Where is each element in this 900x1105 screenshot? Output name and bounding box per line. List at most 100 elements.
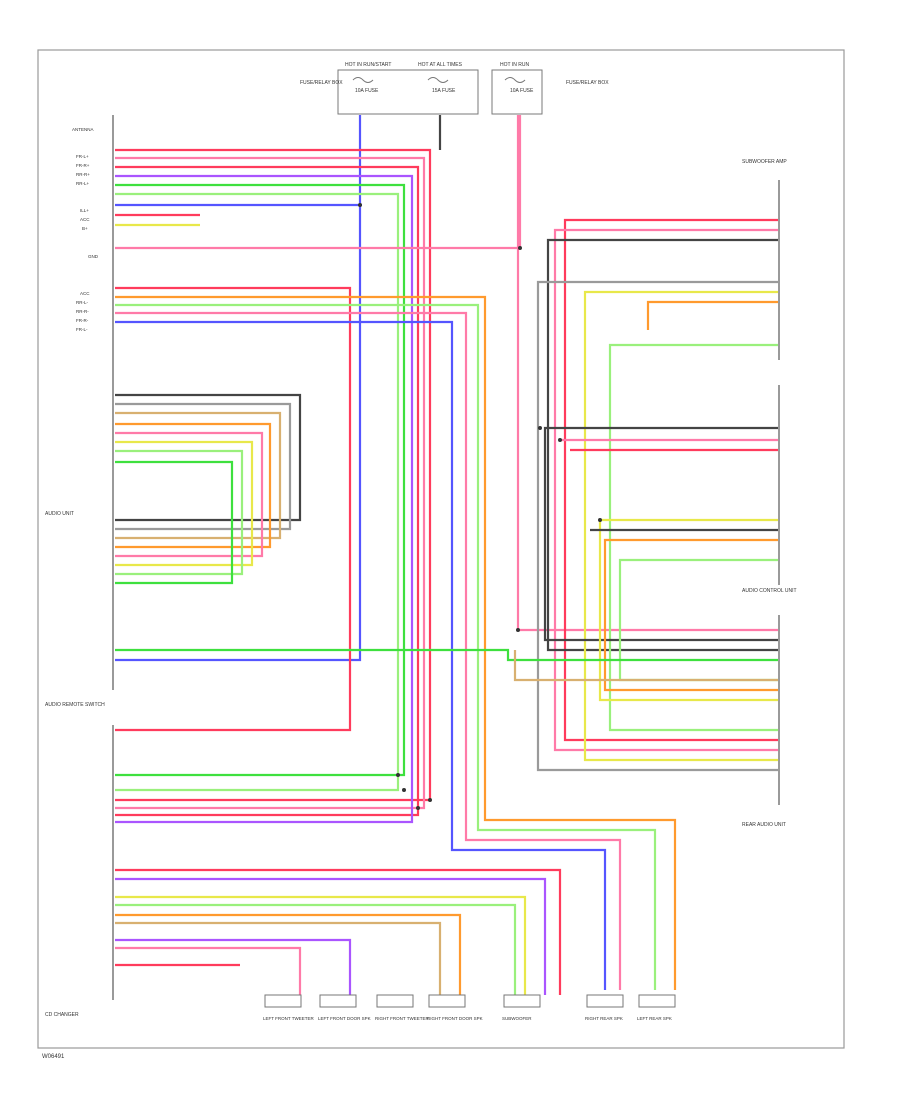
pin-label-0: ANTENNA bbox=[72, 127, 94, 132]
fuse-box-outline-left bbox=[337, 69, 479, 115]
pin-label-10: RR-L- bbox=[76, 300, 89, 305]
rr-wire-2 bbox=[115, 295, 677, 990]
fuse-box-label-right: FUSE/RELAY BOX bbox=[566, 80, 609, 86]
spk-rf-tweeter-label: RIGHT FRONT TWEETER bbox=[375, 1016, 430, 1021]
rear-audio-connector bbox=[778, 615, 780, 805]
loop-wire-0 bbox=[115, 393, 302, 522]
right-wire-8 bbox=[543, 426, 778, 642]
fuse-3-inner: 10A FUSE bbox=[510, 88, 534, 94]
sub-wire-6 bbox=[115, 921, 442, 995]
top-fuse-block: FUSE/RELAY BOX FUSE/RELAY BOX HOT IN RUN… bbox=[300, 62, 609, 115]
fuse-box-outline-right bbox=[491, 69, 543, 115]
pin-label-4: RR-L+ bbox=[76, 181, 90, 186]
cd-changer-connector bbox=[112, 725, 114, 1000]
spk-subwoofer bbox=[503, 994, 541, 1008]
spk-wire-3 bbox=[115, 165, 420, 817]
spk-wire-6 bbox=[115, 192, 400, 792]
fuse-1-inner: 10A FUSE bbox=[355, 88, 379, 94]
spk-subwoofer-label: SUBWOOFER bbox=[502, 1016, 532, 1021]
sub-wire-7 bbox=[115, 938, 352, 995]
fuse-2-label: HOT AT ALL TIMES bbox=[418, 62, 463, 68]
splice-dot-6 bbox=[428, 798, 432, 802]
wire-group bbox=[115, 115, 778, 995]
fuse-3-label: HOT IN RUN bbox=[500, 62, 529, 68]
steering-switch-label: AUDIO REMOTE SWITCH bbox=[45, 702, 105, 708]
fuse-2-symbol bbox=[427, 77, 449, 83]
splice-dot-0 bbox=[358, 203, 362, 207]
fuse-1-symbol bbox=[352, 77, 374, 83]
fuse-1-label: HOT IN RUN/START bbox=[345, 62, 391, 68]
pin-label-5: ILL+ bbox=[80, 208, 89, 213]
spk-rf-door bbox=[428, 994, 466, 1008]
sub-wire-8 bbox=[115, 946, 302, 995]
pin-label-12: FR-R- bbox=[76, 318, 89, 323]
loop-wire-7 bbox=[115, 460, 234, 585]
right-wire-1 bbox=[563, 218, 778, 742]
feed-wire-3 bbox=[516, 115, 778, 632]
right-wire-11 bbox=[598, 518, 778, 702]
fuse-box-label-left: FUSE/RELAY BOX bbox=[300, 80, 343, 86]
pin-label-1: FR-L+ bbox=[76, 154, 89, 159]
loop-wire-2 bbox=[115, 411, 282, 540]
sub-wire-1 bbox=[115, 868, 562, 995]
footer-code: W06491 bbox=[42, 1054, 65, 1060]
loop-wire-4 bbox=[115, 431, 264, 558]
spk-right-rear-label: RIGHT REAR SPK bbox=[585, 1016, 623, 1021]
right-wire-15 bbox=[115, 648, 778, 662]
rr-wire-3 bbox=[115, 303, 657, 990]
splice-dot-1 bbox=[518, 246, 522, 250]
right-wire-2 bbox=[553, 228, 778, 752]
spk-wire-4 bbox=[115, 174, 414, 824]
cd-changer-label: CD CHANGER bbox=[45, 1012, 79, 1018]
spk-lf-door bbox=[319, 994, 357, 1008]
rr-wire-4 bbox=[115, 311, 622, 990]
spk-wire-2 bbox=[115, 156, 426, 810]
spk-rf-door-label: RIGHT FRONT DOOR SPK bbox=[427, 1016, 483, 1021]
feed-wire-1 bbox=[115, 115, 362, 662]
rr-wire-5 bbox=[115, 320, 607, 990]
right-wire-4 bbox=[536, 280, 778, 772]
splice-dot-7 bbox=[538, 426, 542, 430]
loop-wire-3 bbox=[115, 422, 272, 549]
right-wire-16 bbox=[513, 650, 778, 682]
right-wire-3 bbox=[546, 238, 778, 652]
pin-label-3: RR-R+ bbox=[76, 172, 90, 177]
pin-label-9: ACC bbox=[80, 291, 90, 296]
left-pin-labels: ANTENNA FR-L+ FR-R+ RR-R+ RR-L+ ILL+ ACC… bbox=[72, 127, 99, 332]
spk-rf-tweeter bbox=[376, 994, 414, 1008]
spk-wire-1 bbox=[115, 148, 432, 802]
subwoofer-amp-label: SUBWOOFER AMP bbox=[742, 159, 787, 165]
splice-dot-8 bbox=[558, 438, 562, 442]
spk-lf-tweeter bbox=[264, 994, 302, 1008]
right-wire-7 bbox=[608, 343, 778, 732]
spk-left-rear bbox=[638, 994, 676, 1008]
splice-dot-9 bbox=[598, 518, 602, 522]
spk-lf-door-label: LEFT FRONT DOOR SPK bbox=[318, 1016, 371, 1021]
audio-unit-connector bbox=[112, 115, 114, 690]
fuse-3-symbol bbox=[504, 77, 526, 83]
pin-label-11: RR-R- bbox=[76, 309, 89, 314]
loop-wire-5 bbox=[115, 440, 254, 567]
right-wire-13 bbox=[603, 538, 778, 692]
outer-frame bbox=[37, 49, 845, 1049]
audio-control-connector bbox=[778, 385, 780, 585]
loop-wire-1 bbox=[115, 402, 292, 531]
subwoofer-amp-connector bbox=[778, 180, 780, 360]
sub-wire-2 bbox=[115, 877, 547, 995]
sub-wire-4 bbox=[115, 903, 517, 995]
sub-wire-3 bbox=[115, 895, 527, 995]
audio-control-label: AUDIO CONTROL UNIT bbox=[742, 588, 797, 594]
pin-label-6: ACC bbox=[80, 217, 90, 222]
splice-dot-2 bbox=[516, 628, 520, 632]
sub-wire-5 bbox=[115, 913, 462, 995]
bplus-wire bbox=[115, 115, 522, 250]
audio-unit-label: AUDIO UNIT bbox=[45, 511, 74, 517]
splice-dot-5 bbox=[416, 806, 420, 810]
pin-label-13: FR-L- bbox=[76, 327, 88, 332]
rear-audio-label: REAR AUDIO UNIT bbox=[742, 822, 786, 828]
pin-label-7: B+ bbox=[82, 226, 88, 231]
fuse-2-inner: 15A FUSE bbox=[432, 88, 456, 94]
spk-lf-tweeter-label: LEFT FRONT TWEETER bbox=[263, 1016, 315, 1021]
